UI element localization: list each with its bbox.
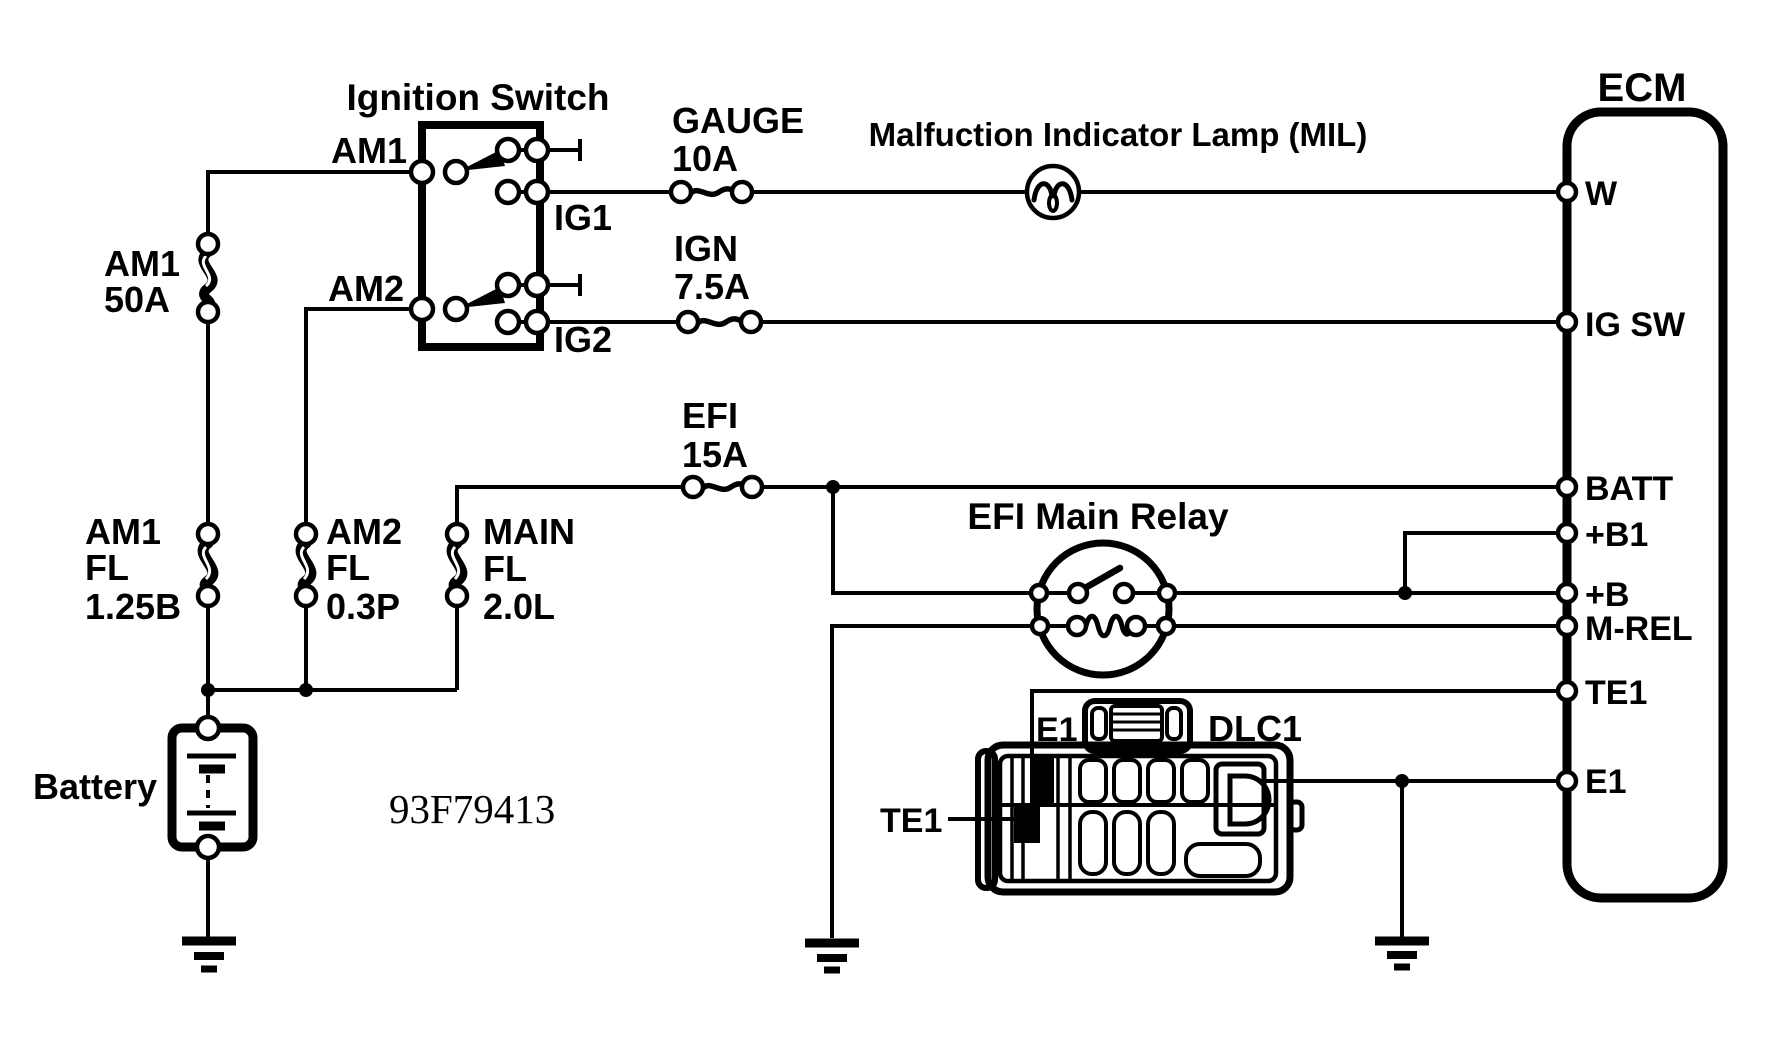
dlc1-left-lip (975, 748, 998, 891)
wire-am2-branch (304, 307, 422, 524)
terminal-label-ig2: IG2 (554, 319, 612, 360)
fl-am1-name: AM1 (85, 511, 161, 552)
junction-dot (826, 480, 840, 494)
gauge-fuse-icon (668, 179, 755, 205)
dlc1-label: DLC1 (1208, 708, 1302, 749)
dlc1-e1-label: E1 (1036, 711, 1078, 749)
ecm-pin-label-b1: +B1 (1585, 516, 1648, 554)
junction-dot (201, 683, 215, 697)
ecm-pin-te1 (1555, 679, 1579, 703)
terminal-ig2 (494, 308, 522, 336)
ign-fuse-name: IGN (674, 228, 738, 269)
fl-am1-type: FL (85, 547, 129, 588)
ecm-pin-label-batt: BATT (1585, 470, 1673, 508)
ecm-box (1555, 107, 1728, 903)
ignition-switch-label: Ignition Switch (346, 77, 609, 118)
wire-plus-b1-jog (1403, 531, 1567, 593)
ecm-pin-label-e1: E1 (1585, 763, 1627, 801)
ecm-pin-label-b: +B (1585, 576, 1629, 614)
terminal-am2 (408, 295, 436, 323)
wire-relay-coil-to-ground (830, 624, 1040, 938)
battery-label: Battery (33, 766, 157, 807)
fusible-link-main-icon (444, 521, 470, 609)
dlc1-te1-cavity (1014, 805, 1040, 843)
ecm-pin-b1 (1555, 521, 1579, 545)
dlc1-grille (1109, 704, 1164, 743)
dlc1-connector (975, 698, 1305, 896)
ground-icon-battery (182, 936, 236, 973)
wire-am1-branch (206, 170, 422, 234)
terminal-label-am1: AM1 (331, 130, 407, 171)
ecm-pin-label-w: W (1585, 175, 1618, 213)
dlc1-face (997, 753, 1279, 884)
ecm-label: ECM (1598, 66, 1687, 110)
am1-fuse-rating: 50A (104, 279, 170, 320)
mil-lamp-icon (1024, 163, 1082, 221)
ecm-pin-label-te1: TE1 (1585, 674, 1647, 712)
wire-batt-branch-to-relay (831, 487, 1038, 595)
fusible-link-am2-icon (293, 521, 319, 609)
dlc1-side-tab (1287, 799, 1305, 833)
switch-blade-upper (459, 150, 505, 171)
wires (206, 139, 1567, 938)
ecm-pin-label-igsw: IG SW (1585, 306, 1686, 344)
ground-icon-relay (805, 938, 859, 974)
efi-main-relay-symbol (1028, 539, 1178, 679)
ign-fuse-rating: 7.5A (674, 266, 750, 307)
ecm-pin-label-mrel: M-REL (1585, 610, 1693, 648)
fl-am1-rating: 1.25B (85, 586, 181, 627)
efi-main-relay-label: EFI Main Relay (967, 496, 1229, 537)
terminal-label-ig1: IG1 (554, 197, 612, 238)
terminal-ig1 (494, 178, 522, 206)
relay-coil (1083, 613, 1134, 639)
dlc1-e1-cavity (1030, 757, 1054, 805)
switch-blade-lower (459, 287, 505, 308)
wire-efi-row-to-main-fl (455, 485, 684, 524)
terminal-label-am2: AM2 (328, 268, 404, 309)
junction-dot (1398, 586, 1412, 600)
am1-50a-fuse-icon (195, 231, 221, 325)
ecm-pin-b (1555, 581, 1579, 605)
diagram-code: 93F79413 (389, 786, 555, 832)
efi-fuse-rating: 15A (682, 434, 748, 475)
dlc1-d-cavity (1227, 773, 1272, 827)
terminal-am1 (408, 158, 436, 186)
fl-am2-name: AM2 (326, 511, 402, 552)
junction-dot (299, 683, 313, 697)
efi-fuse-name: EFI (682, 395, 738, 436)
fusible-link-am1-icon (195, 521, 221, 609)
ecm-pin-mrel (1555, 614, 1579, 638)
ground-icon-ecm-e1 (1375, 936, 1429, 971)
gauge-fuse-name: GAUGE (672, 100, 804, 141)
ecm-pin-w (1555, 180, 1579, 204)
ignition-switch-symbol (408, 121, 551, 351)
wire-ecm-te1-to-dlc1 (1030, 689, 1567, 760)
am1-fuse-name: AM1 (104, 243, 180, 284)
mil-label: Malfuction Indicator Lamp (MIL) (869, 116, 1368, 153)
gauge-fuse-rating: 10A (672, 138, 738, 179)
ecm-pin-e1 (1555, 769, 1579, 793)
ecm-pin-igsw (1555, 310, 1579, 334)
battery-symbol (167, 714, 258, 861)
fl-am2-type: FL (326, 547, 370, 588)
ign-fuse-icon (675, 309, 764, 335)
ecm-pin-batt (1555, 475, 1579, 499)
dlc1-te1-label: TE1 (880, 802, 942, 840)
fl-am2-rating: 0.3P (326, 586, 400, 627)
fl-main-rating: 2.0L (483, 586, 555, 627)
dlc1-top-tab (1082, 698, 1193, 754)
ignition-switch-box (418, 121, 544, 351)
fl-main-type: FL (483, 548, 527, 589)
efi-fuse-icon (680, 474, 765, 500)
fl-main-name: MAIN (483, 511, 575, 552)
